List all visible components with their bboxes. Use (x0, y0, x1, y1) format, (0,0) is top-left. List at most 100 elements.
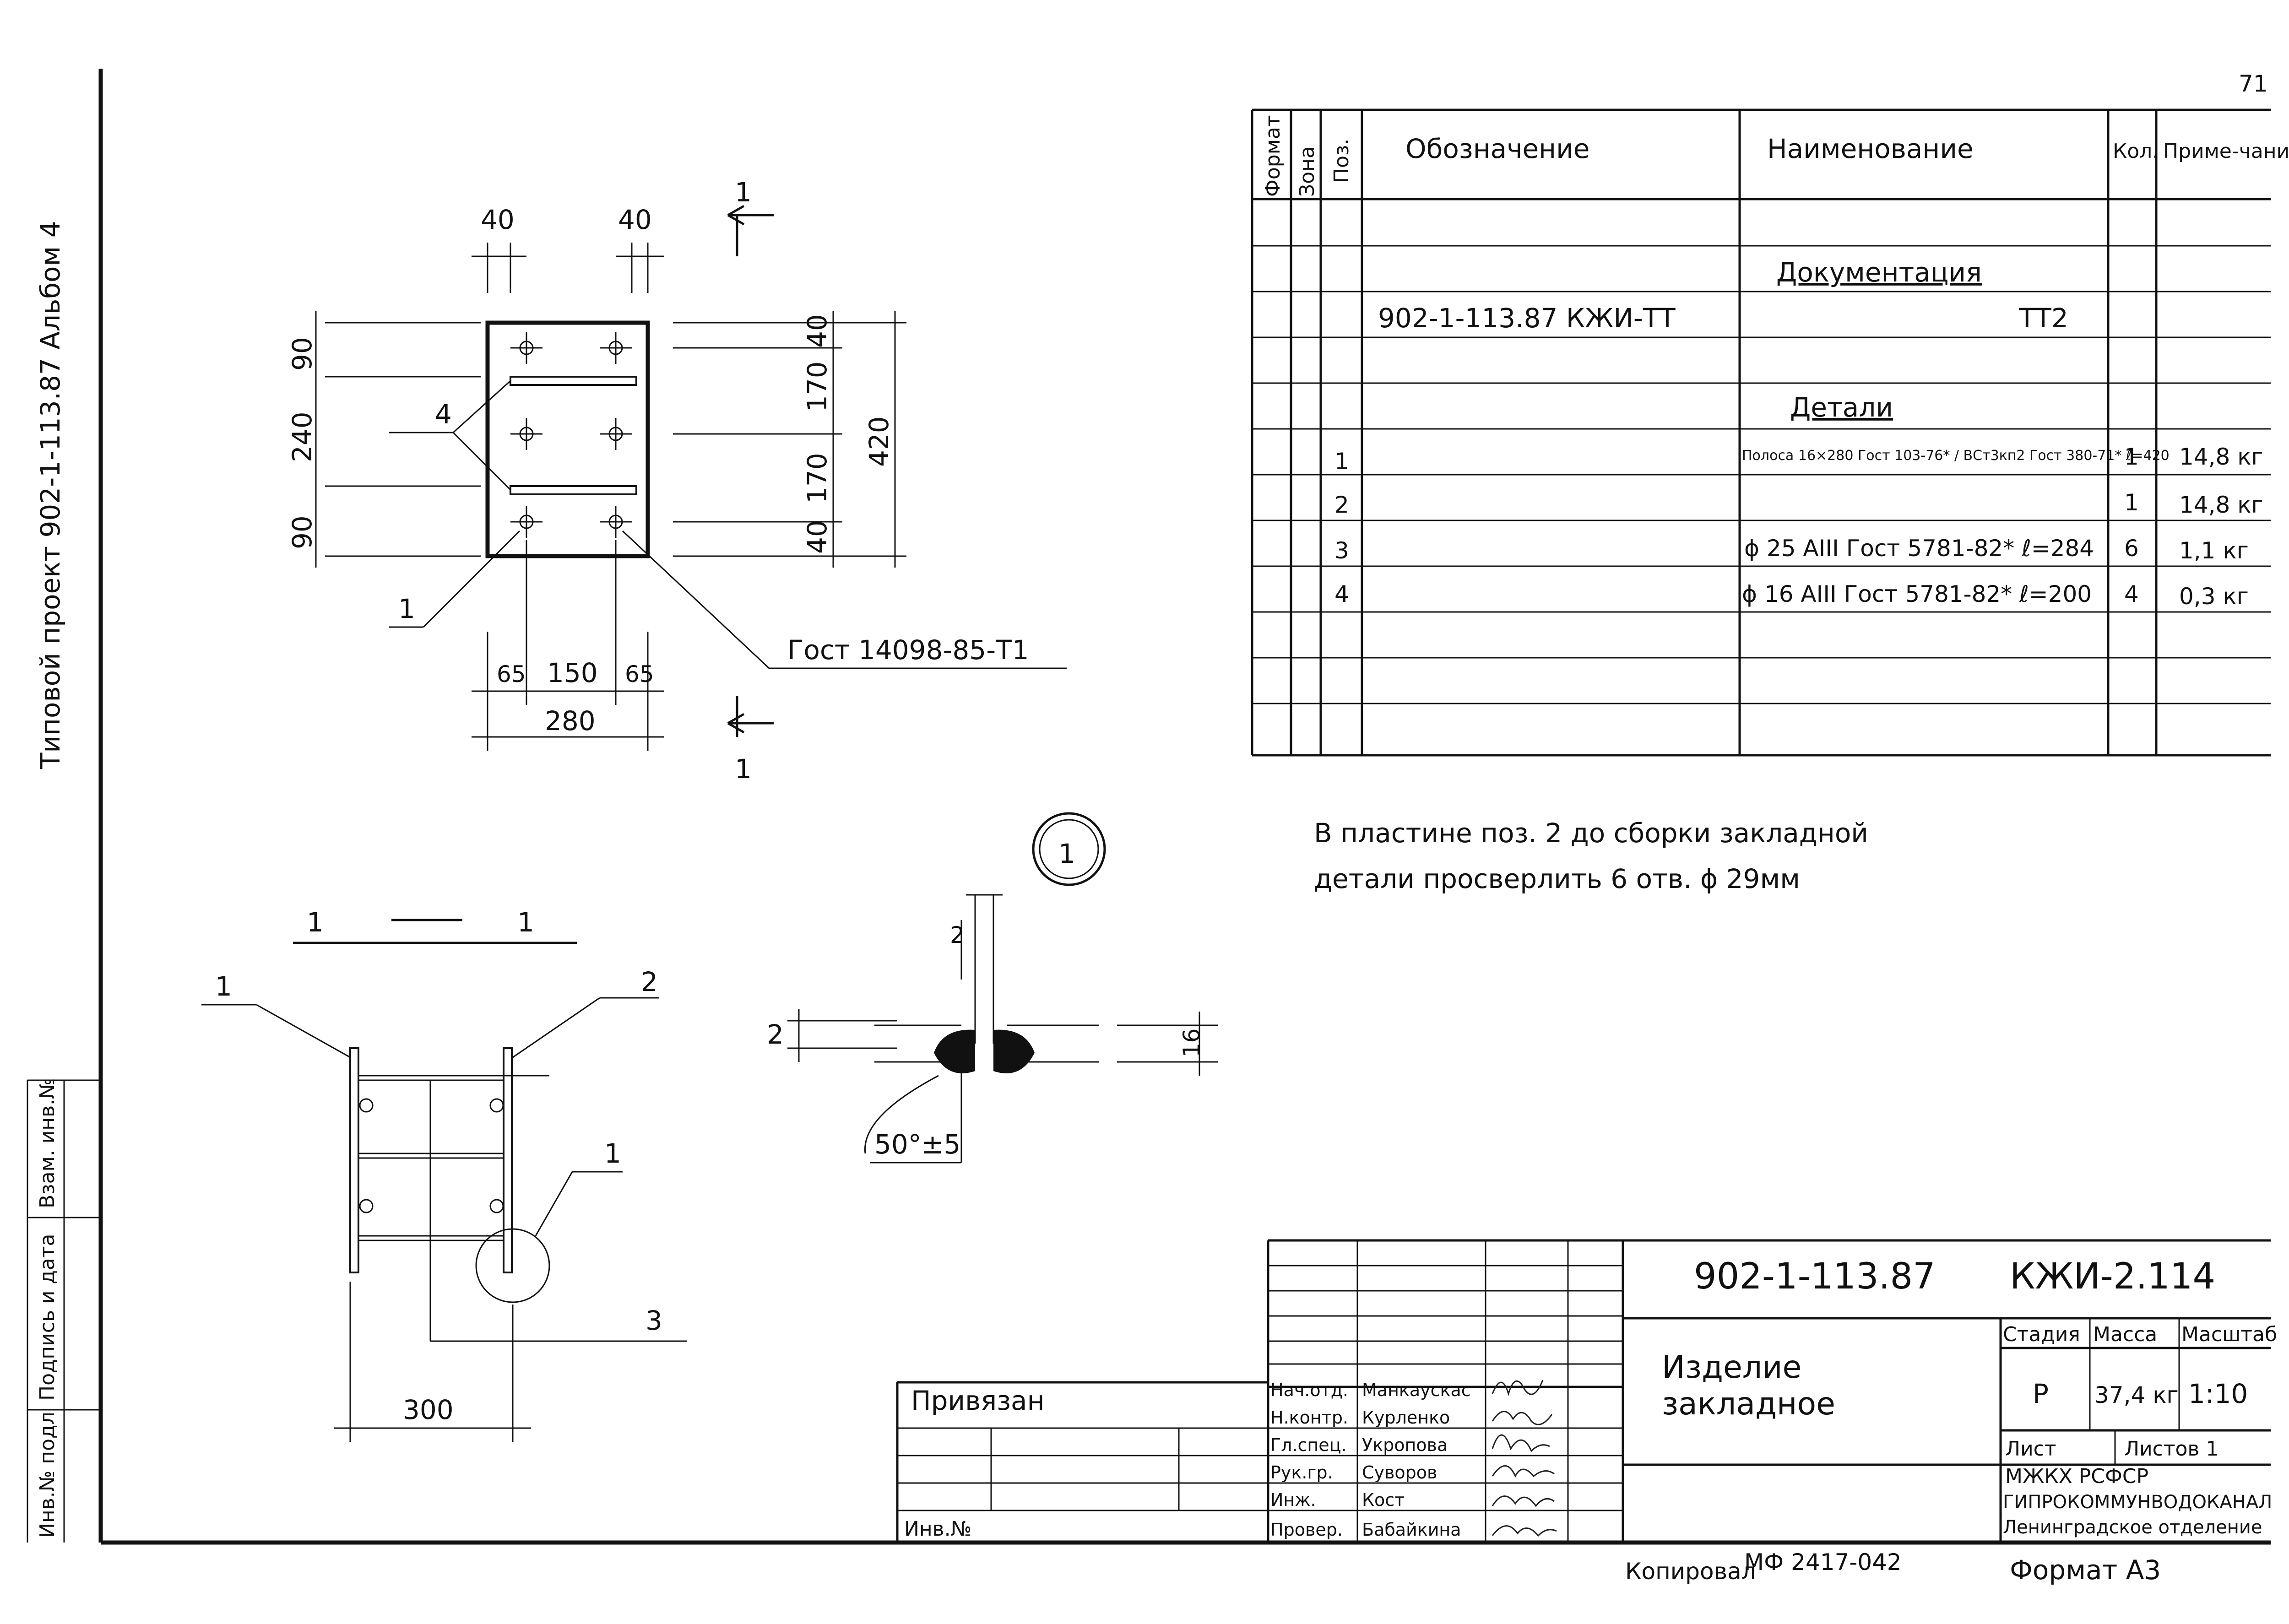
tb-stage: Р (2033, 1378, 2049, 1409)
dim-left-top: 90 (287, 337, 318, 371)
tb-sheet-code: КЖИ-2.114 (2010, 1256, 2215, 1297)
staff-name-1: Манкаускас (1362, 1380, 1471, 1400)
tb-org-1: МЖКХ РСФСР (2005, 1465, 2148, 1488)
tb-mass: 37,4 кг (2094, 1382, 2179, 1408)
section-mark-bottom: 1 (735, 753, 752, 785)
tb-sheet-label: Лист (2005, 1437, 2056, 1461)
tb-mass-header: Масса (2093, 1323, 2157, 1346)
detail-dim-thickness: 16 (1178, 1028, 1205, 1057)
dim-total-height: 420 (863, 416, 895, 467)
row-3-note: 1,1 кг (2179, 537, 2249, 564)
row-1-name: Полоса 16×280 Гост 103-76* / ВСт3кп2 Гос… (1742, 448, 2170, 464)
staff-role-6: Провер. (1270, 1520, 1343, 1540)
gost-label: Гост 14098-85-Т1 (787, 634, 1029, 666)
dim-right-3: 170 (802, 453, 833, 503)
dim-right-1: 40 (802, 314, 833, 348)
dim-right-4: 40 (802, 520, 833, 554)
dim-bottom-right: 65 (625, 661, 654, 687)
doc-row-name: ТТ2 (2018, 303, 2068, 334)
section-plate-right (503, 1047, 513, 1273)
row-4-note: 0,3 кг (2179, 583, 2249, 610)
detail-angle: 50°±5 (874, 1129, 960, 1160)
staff-role-2: Н.контр. (1270, 1407, 1348, 1428)
section-title-right: 1 (517, 907, 534, 938)
staff-name-6: Бабайкина (1362, 1520, 1461, 1540)
header-format: Формат (1261, 115, 1285, 197)
stamp-vzam-inv: Взам. инв.№ (36, 1078, 59, 1208)
section-mark-top: 1 (735, 177, 752, 208)
row-3-name: ϕ 25 АIII Гост 5781-82* ℓ=284 (1744, 535, 2094, 562)
section-callout-1: 1 (215, 971, 232, 1002)
row-3-pos: 3 (1334, 537, 1349, 564)
signatures (1492, 1380, 1557, 1537)
staff-name-5: Кост (1362, 1490, 1405, 1510)
title-block: 902-1-113.87 КЖИ-2.114 Изделие закладное… (896, 1239, 2277, 1543)
side-title: Типовой проект 902-1-113.87 Альбом 4 (35, 221, 66, 769)
header-zone: Зона (1296, 146, 1319, 197)
row-1-qty: 1 (2124, 444, 2139, 470)
note-line-2: детали просверлить 6 отв. ϕ 29мм (1314, 863, 1800, 894)
dim-left-bottom: 90 (287, 515, 318, 549)
weld-left (934, 1029, 975, 1073)
tb-org-2: ГИПРОКОММУНВОДОКАНАЛ (2003, 1492, 2272, 1513)
sheet-frame (27, 69, 2271, 1545)
dim-top-left: 40 (481, 204, 515, 235)
tb-item-name-2: закладное (1662, 1386, 1835, 1422)
row-1-note: 14,8 кг (2179, 444, 2263, 470)
tb-item-name-1: Изделие (1662, 1349, 1801, 1386)
dim-bottom-left: 65 (497, 661, 526, 687)
dim-right-2: 170 (802, 361, 833, 412)
header-name: Наименование (1767, 133, 1974, 164)
header-note: Приме-чание (2163, 140, 2289, 163)
header-qty: Кол. (2113, 140, 2159, 163)
doc-row-designation: 902-1-113.87 КЖИ-ТТ (1378, 303, 1676, 334)
spec-table: Формат Зона Поз. Обозначение Наименовани… (1251, 108, 2289, 757)
section-plate-left (349, 1047, 359, 1273)
footer-code: МФ 2417-04 (1744, 1549, 1887, 1575)
header-designation: Обозначение (1405, 133, 1589, 164)
tb-stage-header: Стадия (2003, 1323, 2080, 1346)
row-4-name: ϕ 16 АIII Гост 5781-82* ℓ=200 (1742, 581, 2092, 607)
note-line-1: В пластине поз. 2 до сборки закладной (1314, 817, 1868, 849)
plan-view: 40 40 90 240 90 40 170 170 40 420 (287, 177, 1067, 785)
dim-bottom-mid: 150 (547, 657, 598, 688)
weld-right (993, 1029, 1035, 1073)
row-3-qty: 6 (2124, 535, 2139, 562)
section-docs: Документация (1776, 257, 1982, 288)
label-anchor: 4 (435, 399, 452, 430)
staff-role-5: Инж. (1270, 1490, 1316, 1510)
dim-total-width: 280 (545, 705, 596, 736)
label-plate: 1 (398, 593, 415, 624)
section-callout-1b: 1 (604, 1138, 621, 1169)
anchor-rod-lower (510, 485, 637, 495)
footer-copied: Копировал (1625, 1558, 1756, 1585)
tb-privyazan: Привязан (911, 1385, 1045, 1416)
row-4-pos: 4 (1334, 581, 1349, 607)
stamp-inv-podl: Инв.№ подл (36, 1412, 59, 1538)
staff-name-4: Суворов (1362, 1462, 1437, 1483)
staff-role-3: Гл.спец. (1270, 1435, 1347, 1455)
section-dim-300: 300 (403, 1394, 454, 1425)
anchor-rod-upper (510, 376, 637, 386)
tb-designation: 902-1-113.87 (1694, 1256, 1936, 1297)
section-callout-2: 2 (641, 966, 658, 997)
row-2-note: 14,8 кг (2179, 492, 2263, 518)
dim-top-right: 40 (618, 204, 652, 235)
stamp-podpis-data: Подпись и дата (36, 1234, 59, 1401)
footer-number: 42 (1872, 1549, 1902, 1575)
section-callout-3: 3 (645, 1305, 662, 1336)
tb-org-3: Ленинградское отделение (2003, 1517, 2262, 1538)
detail-marker: 1 (1058, 838, 1075, 869)
tb-scale: 1:10 (2188, 1378, 2248, 1409)
staff-role-1: Нач.отд. (1270, 1380, 1348, 1400)
staff-role-4: Рук.гр. (1270, 1462, 1333, 1483)
dim-left-mid: 240 (287, 411, 318, 462)
staff-name-2: Курленко (1362, 1407, 1450, 1428)
tb-inv-no: Инв.№ (904, 1517, 971, 1541)
page-number: 71 (2239, 70, 2268, 97)
section-details: Детали (1790, 392, 1893, 423)
footer-format: Формат А3 (2010, 1554, 2161, 1586)
section-view: 1 1 1 2 1 3 300 (201, 907, 687, 1442)
detail-dim-gap: 2 (950, 922, 965, 948)
tb-sheets-label: Листов 1 (2124, 1437, 2218, 1461)
